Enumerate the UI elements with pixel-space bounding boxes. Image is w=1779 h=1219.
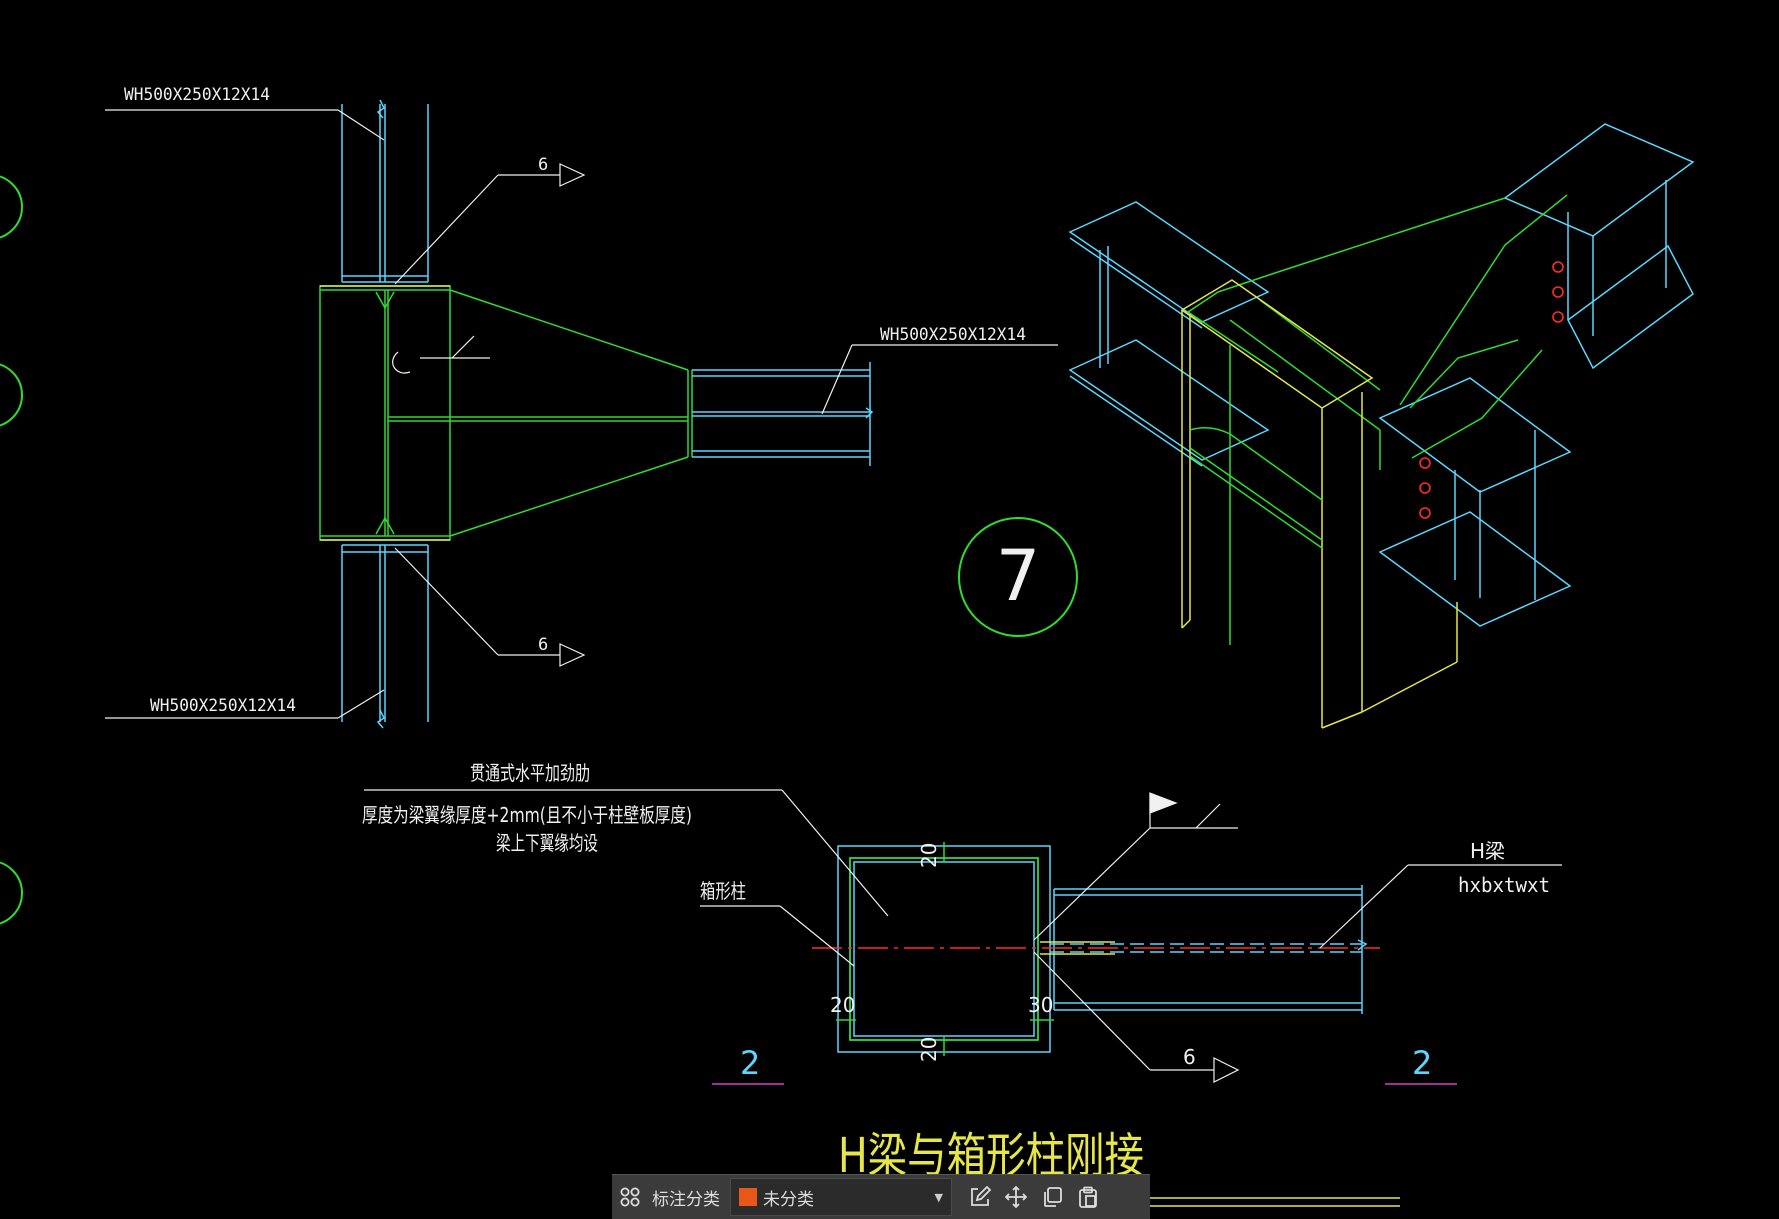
plan-section bbox=[364, 789, 1562, 1085]
stiffener-note-2: 厚度为梁翼缘厚度+2mm(且不小于柱壁板厚度) bbox=[362, 803, 692, 827]
copy-icon[interactable] bbox=[1034, 1179, 1070, 1215]
category-value: 未分类 bbox=[763, 1189, 814, 1210]
dim-left: 20 bbox=[830, 993, 855, 1017]
box-column-label: 箱形柱 bbox=[700, 879, 746, 903]
isometric-view bbox=[1068, 123, 1695, 729]
dim-top: 20 bbox=[917, 843, 941, 868]
upper-column bbox=[341, 99, 429, 283]
panel-zone bbox=[319, 285, 693, 541]
paste-icon[interactable] bbox=[1070, 1179, 1106, 1215]
weld-size-top: 6 bbox=[538, 155, 548, 175]
chevron-down-icon: ▼ bbox=[934, 1190, 943, 1204]
h-beam-label: H梁 bbox=[1470, 839, 1505, 863]
dim-bottom: 20 bbox=[917, 1037, 941, 1062]
section-mark-left: 2 bbox=[740, 1044, 760, 1082]
detail-bubble: 7 bbox=[958, 517, 1078, 637]
label-top-column: WH500X250X12X14 bbox=[124, 85, 270, 105]
section-mark-right: 2 bbox=[1412, 1044, 1432, 1082]
detail-number: 7 bbox=[996, 535, 1041, 617]
label-bottom-column: WH500X250X12X14 bbox=[150, 696, 296, 716]
h-beam-size: hxbxtwxt bbox=[1458, 873, 1550, 897]
grid-icon[interactable] bbox=[612, 1179, 648, 1215]
stiffener-note-1: 贯通式水平加劲肋 bbox=[470, 761, 590, 785]
edit-icon[interactable] bbox=[962, 1179, 998, 1215]
stiffener-note-3: 梁上下翼缘均设 bbox=[496, 831, 598, 855]
title-underline bbox=[1150, 1197, 1400, 1207]
category-label: 标注分类 bbox=[652, 1189, 720, 1210]
move-icon[interactable] bbox=[998, 1179, 1034, 1215]
grid-bubbles bbox=[0, 175, 23, 925]
plan-weld-size: 6 bbox=[1183, 1045, 1196, 1069]
annotation-toolbar: 标注分类 未分类 ▼ bbox=[612, 1174, 1150, 1219]
category-color-swatch bbox=[739, 1188, 757, 1206]
category-select[interactable]: 未分类 ▼ bbox=[730, 1178, 952, 1216]
elevation-detail bbox=[105, 99, 1058, 729]
weld-size-bottom: 6 bbox=[538, 635, 548, 655]
beam bbox=[692, 362, 874, 466]
label-beam: WH500X250X12X14 bbox=[880, 325, 1026, 345]
dim-right: 30 bbox=[1028, 993, 1053, 1017]
